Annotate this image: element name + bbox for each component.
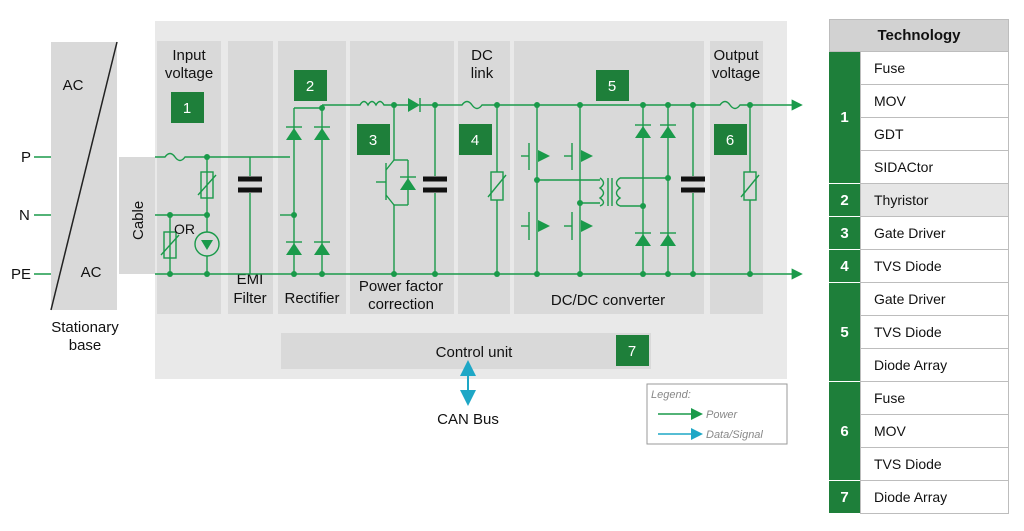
technology-item: Gate Driver <box>860 283 1009 316</box>
can-bus-label: CAN Bus <box>437 411 499 428</box>
pfc-label-1: Power factor <box>359 278 443 295</box>
rectifier-label: Rectifier <box>284 290 339 307</box>
power-wiring: OR <box>155 98 803 280</box>
svg-text:3: 3 <box>369 132 377 149</box>
technology-group-number: 3 <box>829 217 860 250</box>
stationary-label-2: base <box>69 337 102 354</box>
input-voltage-block <box>157 41 221 314</box>
svg-text:4: 4 <box>471 132 479 149</box>
ac-top-label: AC <box>63 77 84 94</box>
terminal-n: N <box>19 207 30 224</box>
technology-item: Fuse <box>860 382 1009 415</box>
technology-group-number: 1 <box>829 52 860 184</box>
control-unit-label: Control unit <box>436 344 514 361</box>
emi-label-2: Filter <box>233 290 266 307</box>
badge-2: 2 <box>294 70 327 101</box>
technology-item: Thyristor <box>860 184 1009 217</box>
legend: Legend: Power Data/Signal <box>646 383 788 445</box>
technology-item: MOV <box>860 415 1009 448</box>
terminals: P N PE <box>11 149 51 283</box>
pfc-label-2: correction <box>368 296 434 313</box>
terminal-p: P <box>21 149 31 166</box>
svg-text:5: 5 <box>608 78 616 95</box>
badge-5: 5 <box>596 70 629 101</box>
badge-6: 6 <box>714 124 747 155</box>
dc-link-label-1: DC <box>471 47 493 64</box>
emi-label-1: EMI <box>237 271 264 288</box>
svg-text:7: 7 <box>628 343 636 360</box>
dc-link-label-2: link <box>471 65 494 82</box>
dcdc-label: DC/DC converter <box>551 292 665 309</box>
technology-item: TVS Diode <box>860 448 1009 481</box>
technology-item: SIDACtor <box>860 151 1009 184</box>
dc-link-block <box>458 41 510 314</box>
cable-label: Cable <box>130 201 147 240</box>
technology-group-number: 4 <box>829 250 860 283</box>
output-voltage-label-2: voltage <box>712 65 760 82</box>
technology-item: Gate Driver <box>860 217 1009 250</box>
legend-title: Legend: <box>651 389 691 401</box>
technology-item: Fuse <box>860 52 1009 85</box>
output-voltage-label-1: Output <box>713 47 759 64</box>
input-voltage-label-1: Input <box>172 47 206 64</box>
svg-text:6: 6 <box>726 132 734 149</box>
terminal-pe: PE <box>11 266 31 283</box>
technology-item: MOV <box>860 85 1009 118</box>
stationary-base-block: AC AC Stationary base <box>50 41 119 354</box>
technology-item: GDT <box>860 118 1009 151</box>
legend-signal: Data/Signal <box>706 429 763 441</box>
stationary-label-1: Stationary <box>51 319 119 336</box>
badge-7: 7 <box>616 335 649 366</box>
badge-4: 4 <box>459 124 492 155</box>
technology-item: Diode Array <box>860 349 1009 382</box>
technology-group-number: 5 <box>829 283 860 382</box>
svg-text:1: 1 <box>183 100 191 117</box>
technology-group-number: 6 <box>829 382 860 481</box>
technology-item: TVS Diode <box>860 250 1009 283</box>
technology-header: Technology <box>829 19 1009 52</box>
technology-group-number: 7 <box>829 481 860 514</box>
badge-1: 1 <box>171 92 204 123</box>
ac-bottom-label: AC <box>81 264 102 281</box>
svg-text:2: 2 <box>306 78 314 95</box>
legend-power: Power <box>706 409 739 421</box>
technology-item: TVS Diode <box>860 316 1009 349</box>
output-voltage-block <box>710 41 763 314</box>
input-voltage-label-2: voltage <box>165 65 213 82</box>
technology-item: Diode Array <box>860 481 1009 514</box>
badge-3: 3 <box>357 124 390 155</box>
cable-block: Cable <box>119 157 155 274</box>
or-label: OR <box>174 221 195 237</box>
technology-group-number: 2 <box>829 184 860 217</box>
